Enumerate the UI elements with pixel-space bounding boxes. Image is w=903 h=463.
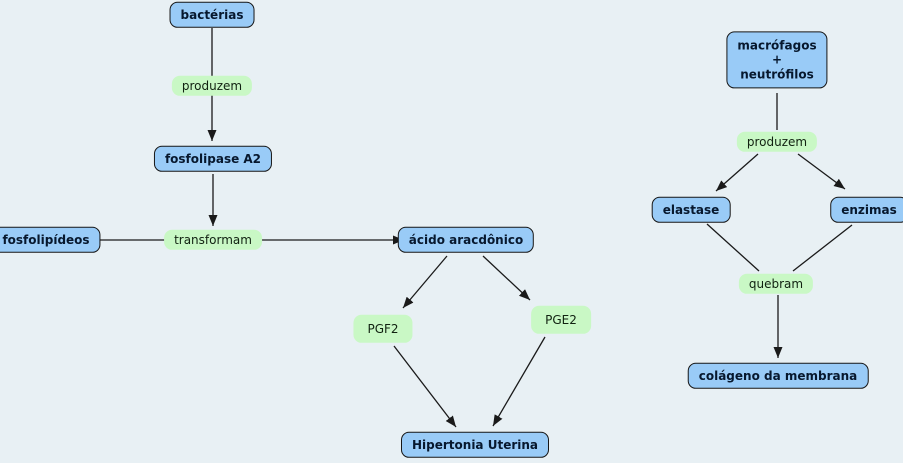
macrofagos-line2: +	[771, 52, 783, 67]
edge-produzem-elastase	[715, 153, 759, 192]
node-colageno-da-membrana[interactable]: colágeno da membrana	[687, 362, 869, 390]
edge-pge2-hipertonia	[492, 336, 546, 427]
node-quebram[interactable]: quebram	[738, 273, 814, 295]
edge-enzimas-quebram	[792, 224, 853, 272]
node-enzimas[interactable]: enzimas	[830, 196, 903, 224]
node-bacterias[interactable]: bactérias	[169, 1, 255, 29]
node-elastase[interactable]: elastase	[651, 196, 731, 224]
node-acido-aracdonico[interactable]: ácido aracdônico	[397, 226, 535, 254]
macrofagos-line1: macrófagos	[737, 38, 817, 53]
edge-elastase-quebram	[706, 223, 760, 272]
node-pge2[interactable]: PGE2	[531, 305, 591, 335]
node-hipertonia-uterina[interactable]: Hipertonia Uterina	[400, 431, 550, 459]
edge-acido-pge2	[482, 255, 531, 301]
edge-pgf2-hipertonia	[393, 345, 457, 428]
edge-produzem-enzimas	[797, 153, 846, 190]
macrofagos-line3: neutrófilos	[740, 67, 814, 82]
edge-acido-pgf2	[402, 255, 448, 309]
node-fosfolipase-a2[interactable]: fosfolipase A2	[153, 145, 273, 173]
node-transformam[interactable]: transformam	[164, 229, 262, 251]
node-fosfolipideos[interactable]: fosfolipídeos	[0, 226, 101, 254]
node-produzem-left[interactable]: produzem	[171, 75, 253, 97]
node-produzem-right[interactable]: produzem	[736, 131, 818, 153]
node-pgf2[interactable]: PGF2	[353, 314, 413, 344]
node-macrofagos-neutrofilos[interactable]: macrófagos + neutrófilos	[726, 31, 828, 89]
